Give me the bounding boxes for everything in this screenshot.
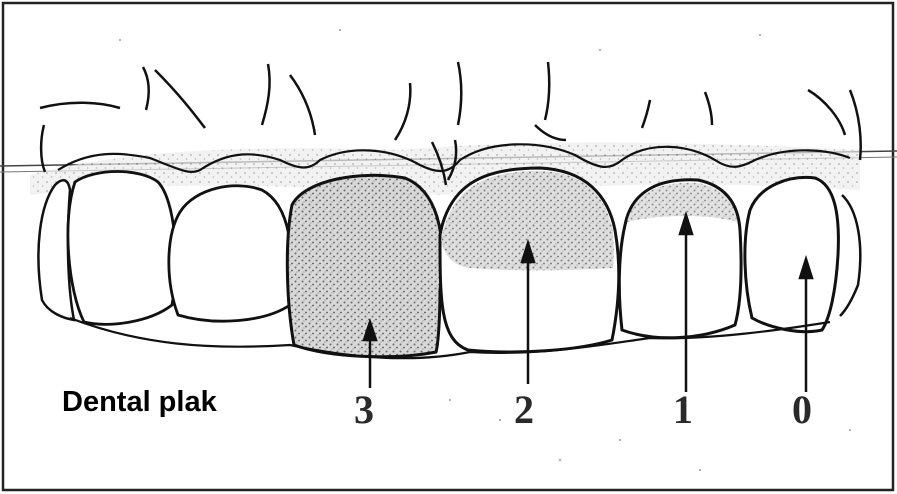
- score-label-0: 0: [792, 386, 812, 433]
- tooth-score-0: [745, 177, 839, 331]
- caption-dental-plak: Dental plak: [62, 386, 217, 419]
- tooth-score-3: [287, 175, 442, 356]
- score-label-2: 2: [514, 386, 534, 433]
- score-label-1: 1: [673, 386, 693, 433]
- tooth-far-right: [840, 195, 860, 316]
- score-label-3: 3: [354, 386, 374, 433]
- tooth-left-lateral: [68, 172, 176, 325]
- tooth-left-incisor: [169, 186, 292, 321]
